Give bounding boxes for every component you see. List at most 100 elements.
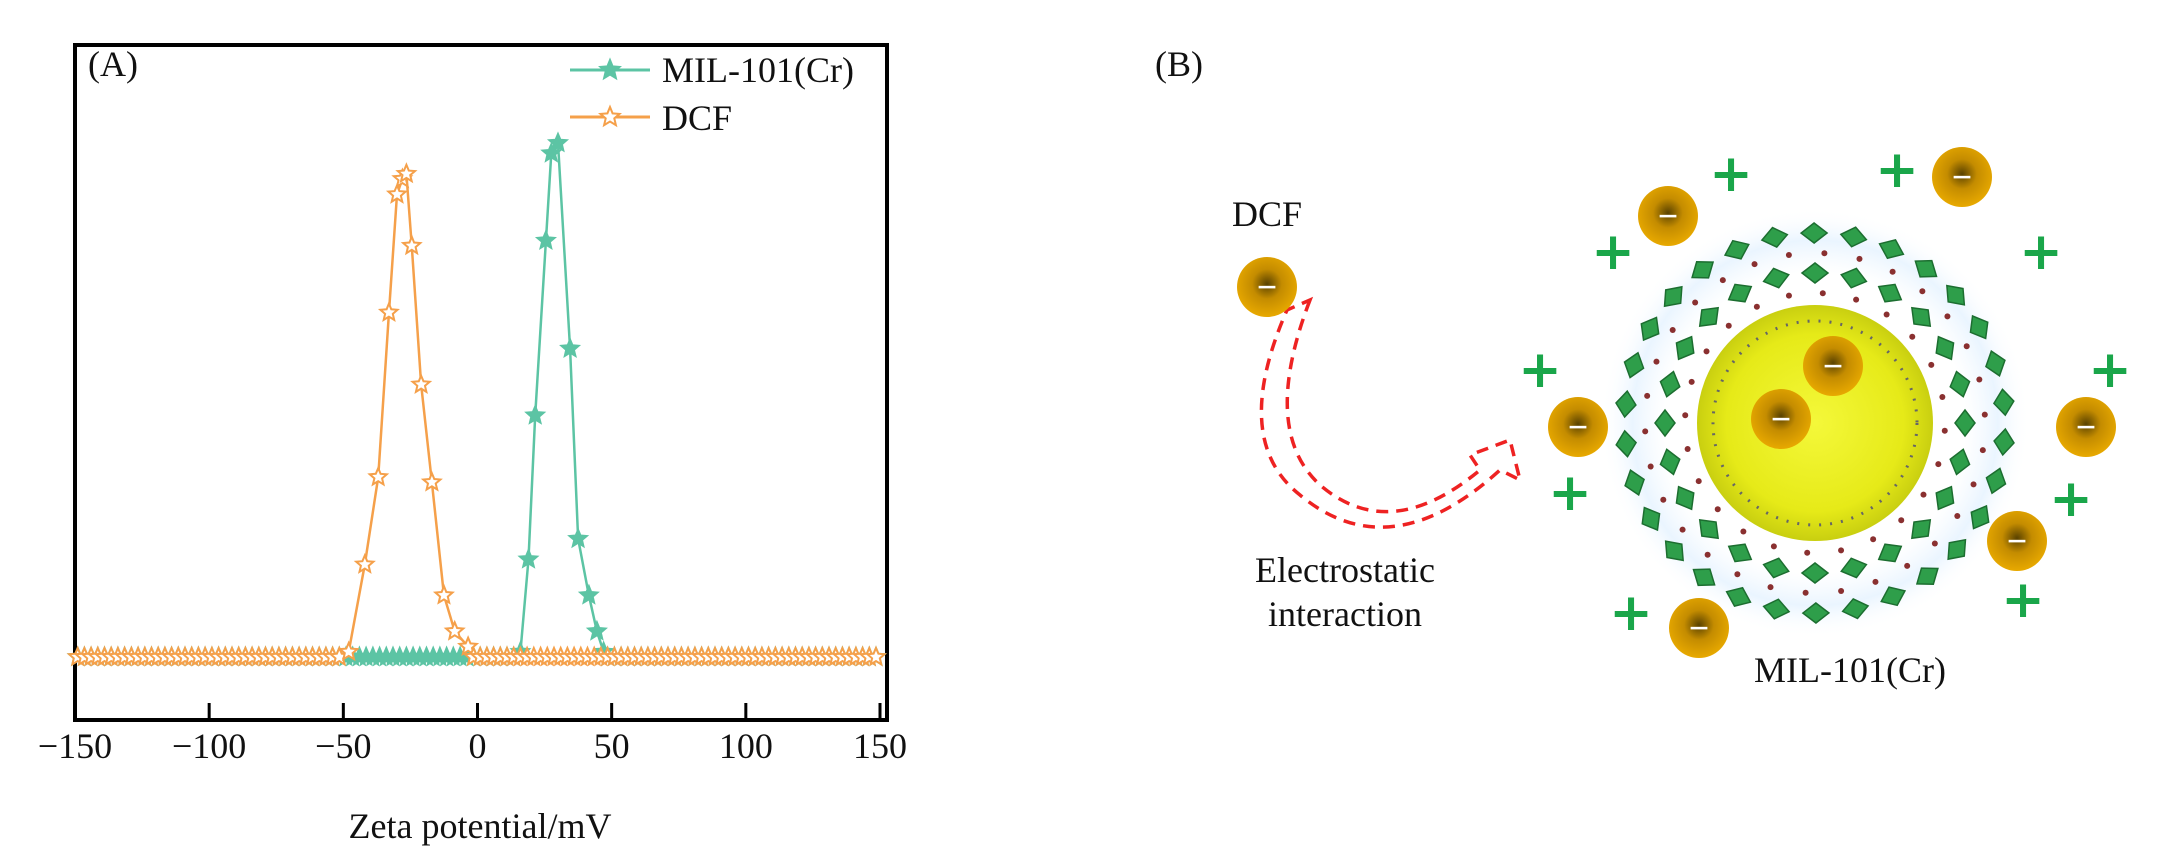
linker-dot [1703, 348, 1710, 355]
plus-charge-icon: + [2001, 570, 2045, 630]
polyhedron-icon [1985, 467, 2007, 495]
series-line [77, 170, 876, 659]
legend-item-mil101: MIL-101(Cr) [570, 50, 854, 90]
minus-sign: − [1568, 407, 1589, 447]
polyhedron-icon [1949, 448, 1971, 476]
polyhedron-icon [1723, 239, 1750, 260]
linker-dot [1838, 547, 1845, 554]
data-point [395, 162, 418, 184]
plus-charge-icon: + [1875, 140, 1919, 200]
polyhedron-icon [1969, 314, 1989, 340]
panel-b-diagram: (B) DCF Electrostatic interaction −−−−−−… [1155, 44, 2132, 690]
core-dots [1711, 319, 1919, 527]
polyhedron-icon [1698, 306, 1720, 327]
data-point [864, 645, 887, 667]
polyhedron-icon [1675, 485, 1695, 511]
dcf-molecule-icon: − [1669, 598, 1729, 658]
linker-dot [1853, 296, 1860, 303]
panel-a-label: (A) [88, 44, 138, 84]
data-point [377, 300, 400, 323]
linker-dot [1909, 333, 1916, 340]
linker-dot [1856, 255, 1863, 262]
x-tick-label: −150 [38, 726, 112, 766]
linker-dot [1954, 513, 1961, 520]
polyhedron-icon [1615, 429, 1638, 458]
minus-sign: − [1952, 157, 1973, 197]
linker-dot [1692, 299, 1699, 306]
linker-dot [1981, 411, 1988, 418]
legend-label-mil101: MIL-101(Cr) [662, 50, 854, 90]
polyhedron-icon [1691, 260, 1715, 279]
data-point [585, 619, 608, 641]
polyhedron-icon [1664, 540, 1684, 562]
polyhedron-icon [1727, 543, 1753, 563]
dcf-molecule-icon: − [1803, 336, 1863, 396]
polyhedron-icon [1799, 222, 1829, 244]
linker-dot [1684, 446, 1691, 453]
interaction-label-line2: interaction [1268, 594, 1422, 634]
linker-dot [1734, 571, 1741, 578]
linker-dot [1920, 491, 1927, 498]
legend-item-dcf: DCF [570, 98, 732, 138]
linker-dot [1872, 578, 1879, 585]
linker-dot [1838, 587, 1845, 594]
linker-dot [1804, 549, 1811, 556]
polyhedron-icon [1698, 518, 1719, 540]
plus-charge-icon: + [2019, 222, 2063, 282]
polyhedron-icon [1801, 602, 1831, 624]
linker-dot [1785, 292, 1792, 299]
legend: MIL-101(Cr) DCF [570, 50, 854, 138]
polyhedron-icon [1935, 335, 1955, 361]
linker-dot [1642, 428, 1649, 435]
polyhedron-icon [1878, 239, 1905, 260]
linker-dot [1719, 277, 1726, 284]
polyhedron-icon [1954, 408, 1976, 438]
polyhedron-icon [1992, 388, 2015, 417]
data-point [410, 372, 433, 395]
linker-dot [1931, 540, 1938, 547]
series-dcf [66, 162, 887, 667]
data-point [577, 583, 600, 605]
linker-dot [1660, 496, 1667, 503]
linker-dot [1802, 589, 1809, 596]
dcf-molecule-icon: − [1932, 147, 1992, 207]
polyhedron-icon [1624, 469, 1645, 497]
legend-marker [598, 57, 622, 81]
linker-dot [1688, 378, 1695, 385]
x-axis-label: Zeta potential/mV [349, 806, 612, 846]
linker-dot [1963, 343, 1970, 350]
linker-dot [1970, 481, 1977, 488]
minus-sign: − [1689, 608, 1710, 648]
polyhedron-icon [1725, 586, 1752, 607]
plus-charge-icon: + [1709, 144, 1753, 204]
plus-charge-icon: + [2049, 469, 2093, 529]
plus-charge-icon: + [1591, 222, 1635, 282]
x-tick-label: −50 [315, 726, 371, 766]
minus-sign: − [1257, 267, 1278, 307]
data-point [540, 141, 563, 163]
polyhedron-icon [1915, 567, 1939, 586]
polyhedron-icon [1659, 448, 1681, 476]
linker-dot [1767, 584, 1774, 591]
polyhedron-icon [1970, 504, 1990, 530]
polyhedron-icon [1762, 598, 1791, 620]
data-point [517, 547, 540, 569]
polyhedron-icon [1623, 351, 1645, 379]
dcf-label: DCF [1232, 194, 1302, 234]
linker-dot [1714, 506, 1721, 513]
linker-dot [1751, 261, 1758, 268]
data-point [367, 465, 390, 487]
series-line [77, 139, 876, 659]
polyhedra-shell [1615, 222, 2015, 624]
polyhedron-icon [1947, 538, 1967, 561]
plus-charge-icon: + [2088, 340, 2132, 400]
linker-dot [1740, 528, 1747, 535]
polyhedron-icon [1654, 408, 1676, 438]
electrostatic-arrow-icon [1259, 296, 1523, 529]
polyhedron-icon [1762, 557, 1790, 579]
polyhedron-icon [1727, 283, 1753, 303]
linker-dot [1821, 250, 1828, 257]
positive-charges: ++++++++++ [1518, 140, 2132, 643]
linker-dot [1644, 392, 1651, 399]
